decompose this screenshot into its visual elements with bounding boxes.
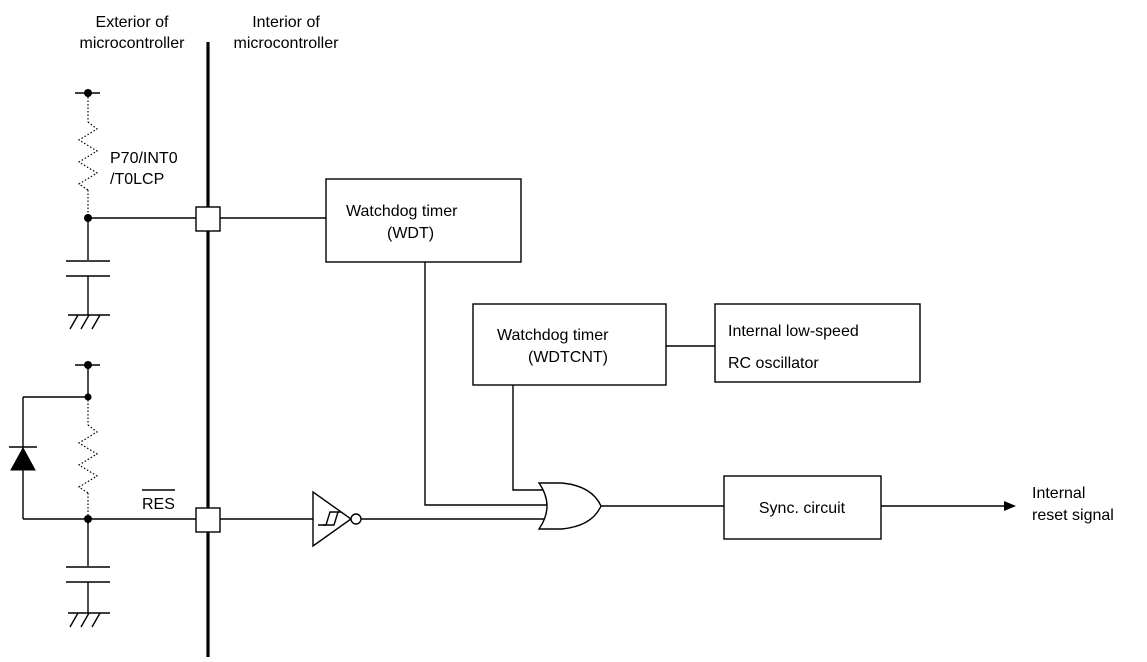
wdtcnt-label-line1: Watchdog timer <box>497 327 609 344</box>
ground-hatch-top-1 <box>69 314 79 330</box>
exterior-label-line2: microcontroller <box>80 35 186 52</box>
output-label-line1: Internal <box>1032 485 1085 502</box>
exterior-label-line1: Exterior of <box>96 14 169 31</box>
interior-label-line1: Interior of <box>252 14 320 31</box>
sync-circuit-block <box>723 475 882 540</box>
res-external-circuit <box>9 361 196 628</box>
osc-label-line2: RC oscillator <box>728 355 819 372</box>
wdt-label-line2: (WDT) <box>387 225 434 242</box>
ground-hatch-top-3 <box>91 314 101 330</box>
ground-hatch-top-2 <box>80 314 90 330</box>
diode-symbol <box>10 446 36 471</box>
interior-label-line2: microcontroller <box>234 35 340 52</box>
inverter-bubble <box>350 513 362 525</box>
p70-pin-pad <box>195 206 221 232</box>
pullup-resistor-bottom <box>77 424 99 494</box>
p70-external-circuit <box>66 89 196 330</box>
schmitt-inverter <box>312 490 362 548</box>
pullup-resistor-top <box>77 121 99 191</box>
wdtcnt-block <box>472 303 667 386</box>
osc-label-line1: Internal low-speed <box>728 323 859 340</box>
output-label-line2: reset signal <box>1032 507 1114 524</box>
rc-oscillator-block <box>714 303 921 383</box>
wdt-label-line1: Watchdog timer <box>346 203 458 220</box>
schmitt-symbol-a <box>318 511 341 526</box>
pin-res-label: RES <box>142 496 175 513</box>
ground-hatch-bottom-1 <box>69 612 79 628</box>
vdd-node-top <box>84 89 92 97</box>
sync-label: Sync. circuit <box>759 500 846 517</box>
schmitt-symbol-b <box>323 511 339 526</box>
res-pin-pad <box>195 507 221 533</box>
wdtcnt-output-wire <box>512 385 549 491</box>
pin-p70-label-line1: P70/INT0 <box>110 150 178 167</box>
output-arrowhead <box>1004 501 1016 511</box>
wdt-output-wire <box>424 262 549 506</box>
ground-hatch-bottom-3 <box>91 612 101 628</box>
wdtcnt-label-line2: (WDTCNT) <box>528 349 608 366</box>
pin-p70-label-line2: /T0LCP <box>110 171 164 188</box>
inverter-triangle <box>312 490 353 548</box>
or-gate <box>537 482 602 530</box>
ground-hatch-bottom-2 <box>80 612 90 628</box>
wdt-block <box>325 178 522 263</box>
